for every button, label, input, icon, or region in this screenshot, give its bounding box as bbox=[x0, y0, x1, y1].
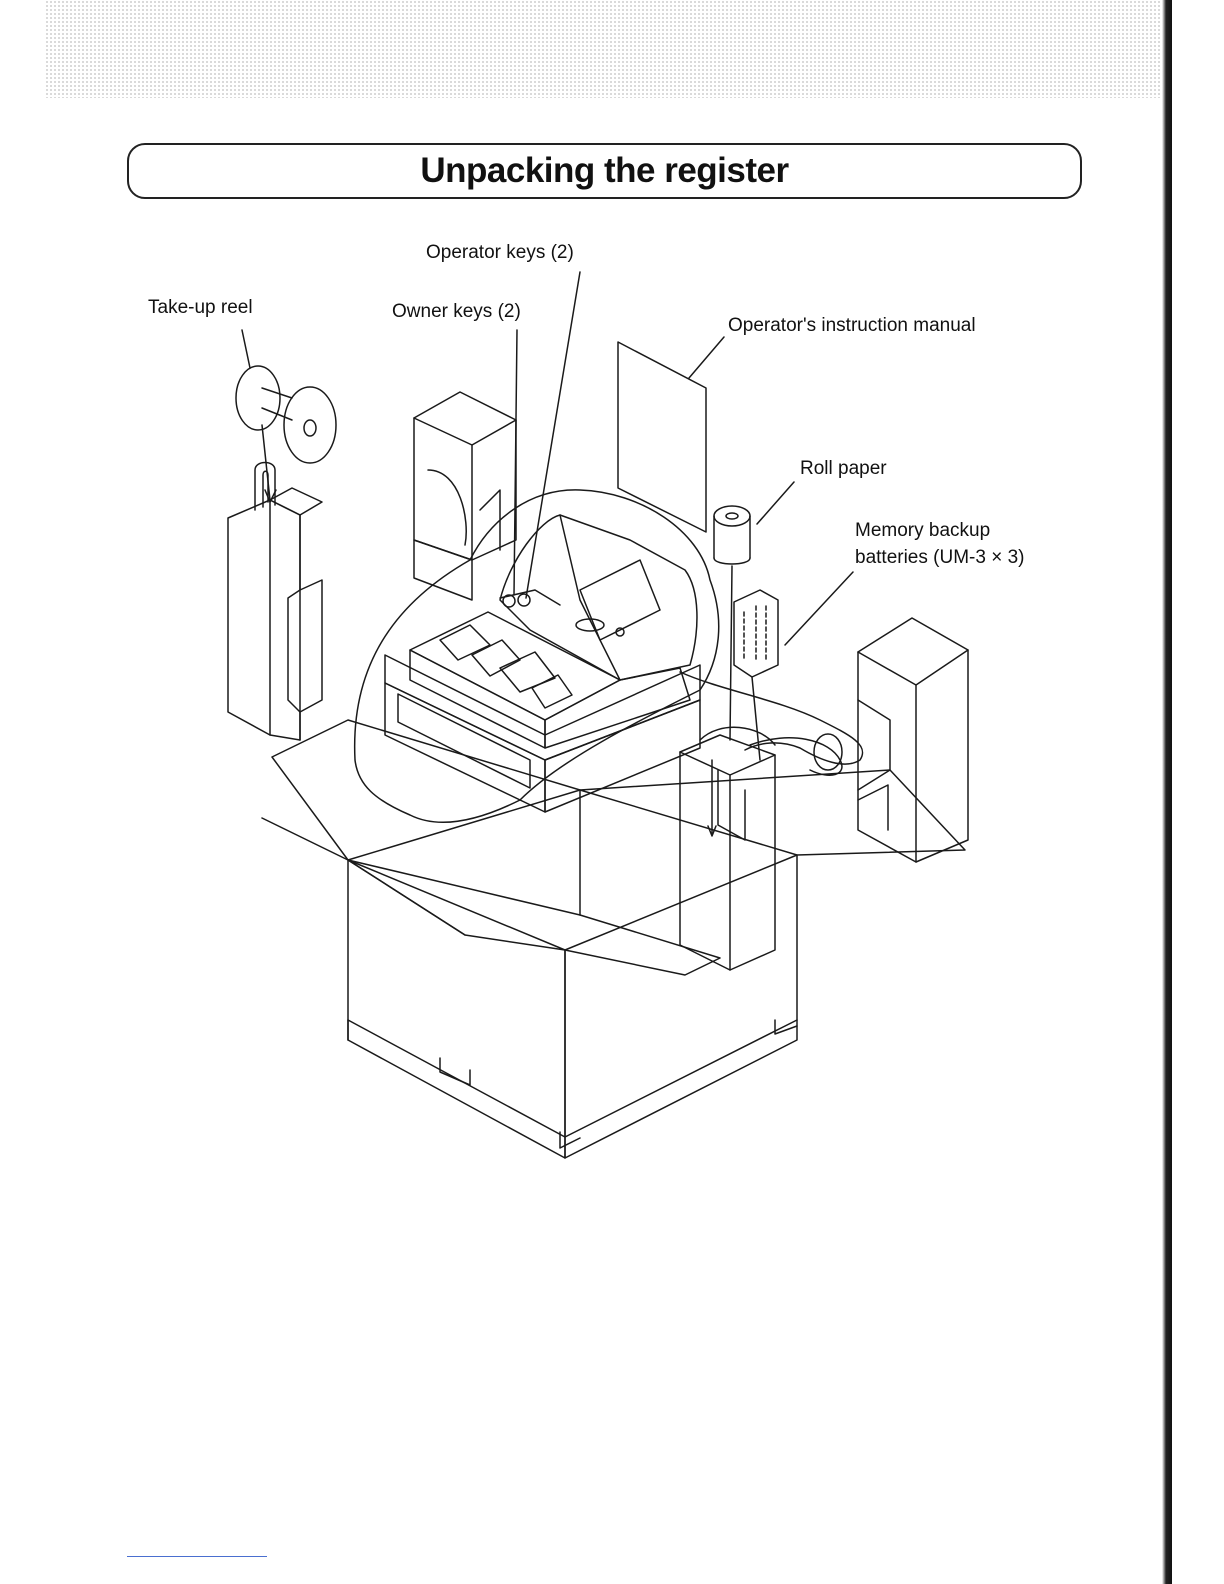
memory-batteries bbox=[734, 590, 778, 760]
take-up-reel bbox=[236, 366, 336, 463]
shipping-box bbox=[262, 720, 965, 1158]
bagged-register bbox=[355, 490, 719, 822]
front-foam-insert bbox=[680, 735, 775, 970]
right-foam-insert bbox=[858, 618, 968, 862]
instruction-manual bbox=[618, 342, 706, 532]
power-cord bbox=[680, 672, 863, 775]
leader-lines bbox=[242, 272, 853, 645]
back-foam-insert bbox=[414, 392, 516, 600]
footnote-rule bbox=[127, 1556, 267, 1557]
left-foam-insert bbox=[228, 463, 322, 741]
